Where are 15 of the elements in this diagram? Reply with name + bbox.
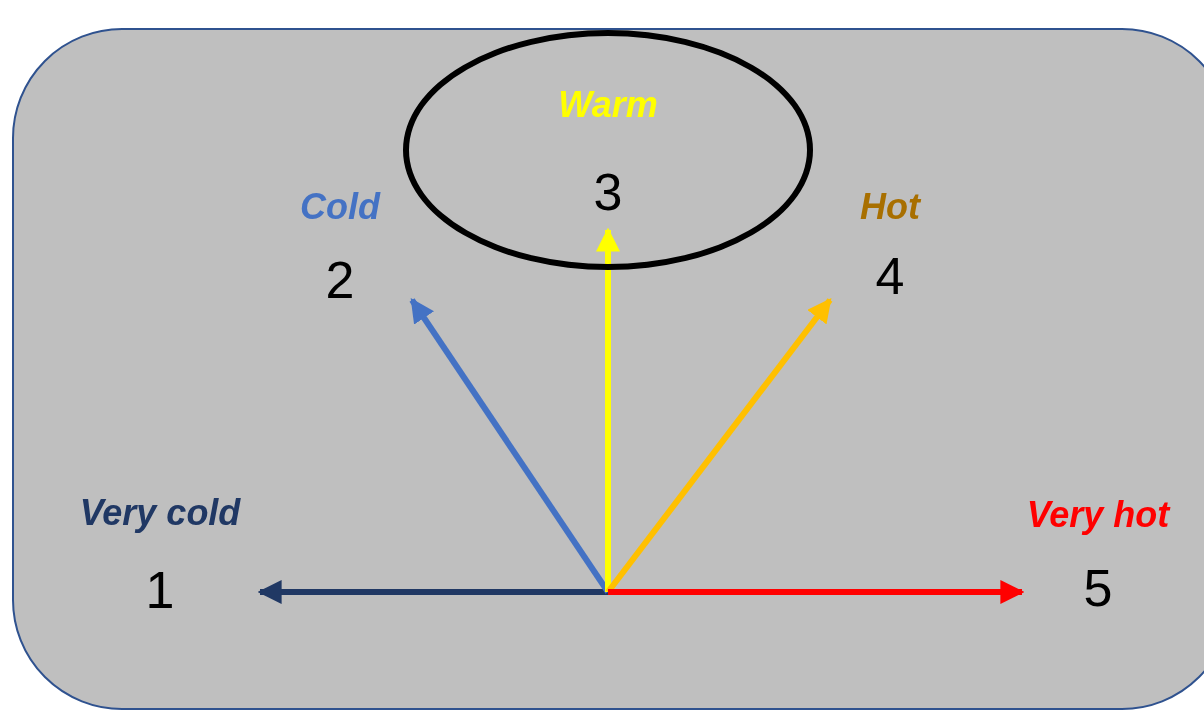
- arrow: [596, 227, 620, 592]
- scale-number: 1: [145, 560, 175, 620]
- arrow: [608, 580, 1025, 604]
- temperature-label: Cold: [300, 186, 380, 228]
- scale-number: 3: [593, 162, 623, 222]
- arrow: [605, 298, 833, 594]
- ellipse-outline: [403, 30, 813, 270]
- temperature-label: Hot: [860, 186, 920, 228]
- scale-number: 5: [1083, 558, 1113, 618]
- scale-number: 4: [875, 246, 905, 306]
- scale-number: 2: [325, 250, 355, 310]
- temperature-label: Warm: [558, 84, 658, 126]
- arrow: [257, 580, 608, 604]
- temperature-label: Very cold: [79, 492, 241, 534]
- temperature-label: Very hot: [1026, 494, 1170, 536]
